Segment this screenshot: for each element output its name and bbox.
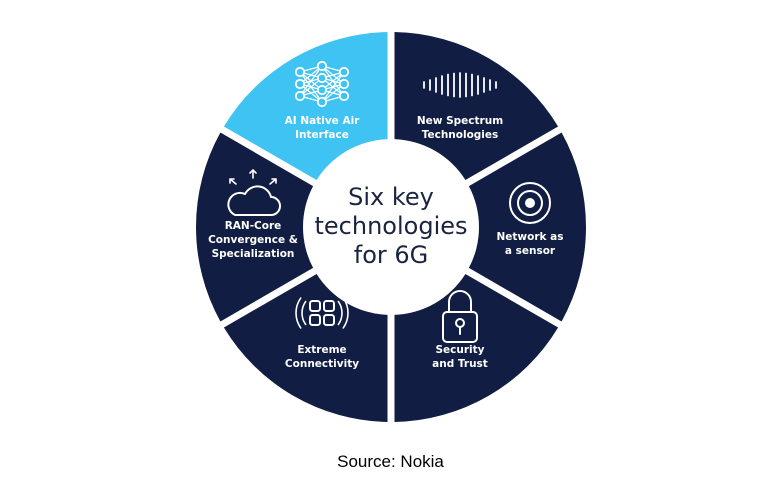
segment-label: AI Native Air	[285, 115, 361, 127]
segment-label: Interface	[295, 129, 349, 141]
segment-label: New Spectrum	[417, 115, 503, 127]
cloud-icon	[227, 169, 281, 216]
center-title-line-3: for 6G	[354, 241, 429, 269]
source-caption: Source: Nokia	[337, 452, 444, 471]
center-title: Six key technologies for 6G	[315, 183, 468, 269]
center-title-line-2: technologies	[315, 212, 468, 240]
segment-label: Specialization	[212, 248, 295, 260]
segment-wedge	[196, 132, 314, 322]
segment-label: Connectivity	[285, 358, 359, 370]
segment-label: a sensor	[505, 245, 556, 257]
segment-wedge	[468, 132, 586, 322]
sensor-target-icon	[509, 182, 551, 224]
neural-network-icon	[294, 60, 350, 108]
segment-wedge	[223, 273, 388, 422]
segment-3: Network as a sensor	[468, 132, 586, 322]
segment-label: Technologies	[422, 129, 499, 141]
connectivity-grid-icon	[295, 297, 349, 329]
segment-label: Security	[435, 344, 484, 356]
segment-label: RAN-Core	[225, 220, 282, 232]
segment-4: Security and Trust	[394, 273, 559, 422]
segment-label: Convergence &	[208, 234, 298, 246]
segment-label: Extreme	[297, 344, 346, 356]
segment-label: and Trust	[432, 358, 488, 370]
segment-wedge	[394, 32, 559, 181]
padlock-icon	[442, 290, 478, 343]
segment-label: Network as	[497, 231, 564, 243]
spectrum-wave-icon	[423, 72, 497, 98]
center-title-line-1: Six key	[348, 183, 434, 211]
segment-wedge	[394, 273, 559, 422]
